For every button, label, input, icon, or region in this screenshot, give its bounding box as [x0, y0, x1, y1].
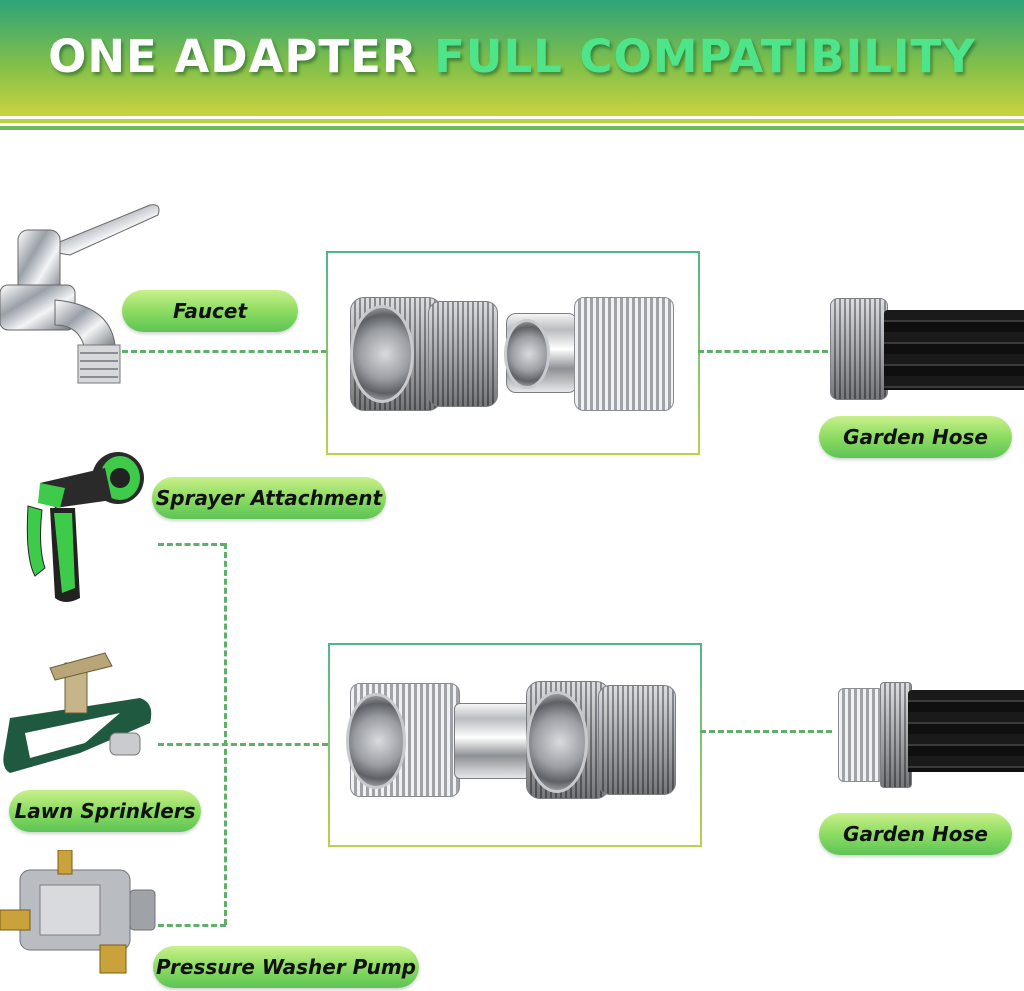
lawn-label: Lawn Sprinklers	[9, 790, 201, 832]
connector-line-hose-bottom	[700, 730, 832, 733]
pressure-label: Pressure Washer Pump	[153, 946, 419, 988]
adapter-box-bottom	[328, 643, 702, 847]
sprayer-image	[26, 452, 144, 602]
title-green: FULL COMPATIBILITY	[434, 30, 976, 83]
faucet-label: Faucet	[122, 290, 298, 332]
sprayer-label: Sprayer Attachment	[152, 477, 386, 519]
pressure-label-text: Pressure Washer Pump	[156, 955, 416, 979]
adapter-box-top	[326, 251, 700, 455]
garden-hose-label-bottom-text: Garden Hose	[843, 822, 988, 846]
connector-line-vertical	[224, 543, 227, 925]
garden-hose-label-top-text: Garden Hose	[843, 425, 988, 449]
page-title: ONE ADAPTER FULL COMPATIBILITY	[0, 30, 1024, 83]
connector-line-hose-top	[698, 350, 828, 353]
connector-line-faucet	[122, 350, 327, 353]
pump-image	[0, 850, 156, 974]
header-stripes	[0, 116, 1024, 134]
header-banner: ONE ADAPTER FULL COMPATIBILITY	[0, 0, 1024, 116]
lawn-label-text: Lawn Sprinklers	[14, 799, 196, 823]
sprayer-label-text: Sprayer Attachment	[155, 486, 383, 510]
connector-line-sprinkler	[158, 743, 328, 746]
faucet-image	[0, 204, 160, 384]
sprinkler-image	[3, 652, 152, 773]
connector-line-sprayer	[158, 543, 226, 546]
title-white: ONE ADAPTER	[48, 30, 418, 83]
connector-line-pump	[158, 924, 226, 927]
garden-hose-label-bottom: Garden Hose	[819, 813, 1012, 855]
garden-hose-label-top: Garden Hose	[819, 416, 1012, 458]
faucet-label-text: Faucet	[172, 299, 248, 323]
